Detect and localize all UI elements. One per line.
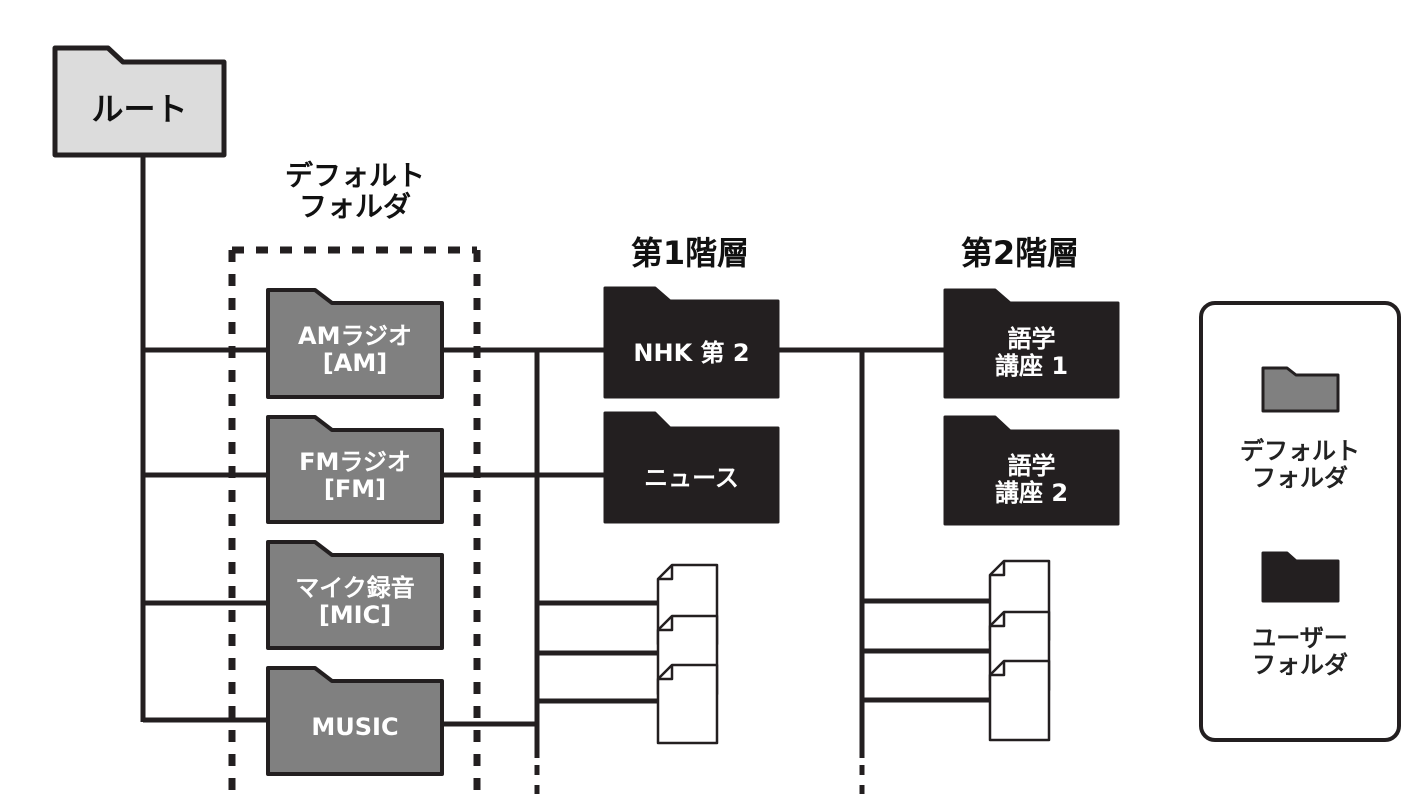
default-folder-fm-name: FMラジオ xyxy=(299,448,411,476)
legend-default-folder-icon xyxy=(1261,366,1340,413)
default-folder-mic-icon xyxy=(266,540,444,650)
continuation-dots xyxy=(534,765,865,794)
legend-box xyxy=(1199,301,1401,742)
default-folder-am-icon xyxy=(266,288,444,399)
default-folder-mic-code: [MIC] xyxy=(318,600,392,629)
user-folder-lang2-line2: 講座 2 xyxy=(994,478,1069,507)
legend-default-label: デフォルト フォルダ xyxy=(1203,438,1397,492)
user-folder-news-icon xyxy=(603,411,780,524)
user-folder-lang1-line2: 講座 1 xyxy=(994,351,1069,380)
default-folder-fm-label: FMラジオ [FM] xyxy=(268,449,442,503)
default-folder-fm-code: [FM] xyxy=(323,474,387,503)
default-folder-music-icon xyxy=(266,666,444,776)
default-group-heading-line1: デフォルト xyxy=(284,159,425,192)
user-folder-lang2-label: 語学 講座 2 xyxy=(945,453,1118,507)
legend-user-line1: ユーザー xyxy=(1252,624,1348,652)
default-group-heading-line2: フォルダ xyxy=(298,190,411,224)
legend-default-line1: デフォルト xyxy=(1240,437,1360,465)
default-folder-mic-label: マイク録音 [MIC] xyxy=(268,575,442,629)
legend-user-line2: フォルダ xyxy=(1252,650,1348,679)
user-folder-news-label: ニュース xyxy=(644,464,739,492)
default-folder-music-label: MUSIC xyxy=(268,714,442,741)
default-group-heading: デフォルト フォルダ xyxy=(240,160,470,223)
user-folder-lang2-icon xyxy=(943,415,1120,526)
default-folders-group-border xyxy=(228,246,481,794)
legend-default-line2: フォルダ xyxy=(1252,463,1348,492)
level1-heading: 第1階層 xyxy=(630,234,750,272)
default-folder-mic-name: マイク録音 xyxy=(295,574,415,602)
default-folder-am-name: AMラジオ xyxy=(298,322,412,350)
root-folder-icon xyxy=(52,45,227,158)
user-folder-nhk-label: NHK 第 2 xyxy=(633,339,750,367)
default-folder-fm-icon xyxy=(266,415,444,524)
level1-file-stack-icon xyxy=(656,563,719,745)
user-folder-lang1-label: 語学 講座 1 xyxy=(945,326,1118,380)
user-folder-lang2-line1: 語学 xyxy=(1007,452,1056,480)
default-folder-am-label: AMラジオ [AM] xyxy=(268,323,442,377)
connector-lines xyxy=(140,155,990,758)
level2-file-stack-icon xyxy=(988,559,1051,742)
default-folder-music-name: MUSIC xyxy=(311,713,399,741)
legend-user-label: ユーザー フォルダ xyxy=(1203,625,1397,679)
user-folder-lang1-icon xyxy=(943,288,1120,399)
root-folder-label: ルート xyxy=(91,90,188,128)
user-folder-lang1-line1: 語学 xyxy=(1007,325,1056,353)
legend-user-folder-icon xyxy=(1261,551,1340,603)
level2-heading: 第2階層 xyxy=(960,234,1080,272)
user-folder-nhk-icon xyxy=(603,286,780,399)
default-folder-am-code: [AM] xyxy=(322,348,388,377)
